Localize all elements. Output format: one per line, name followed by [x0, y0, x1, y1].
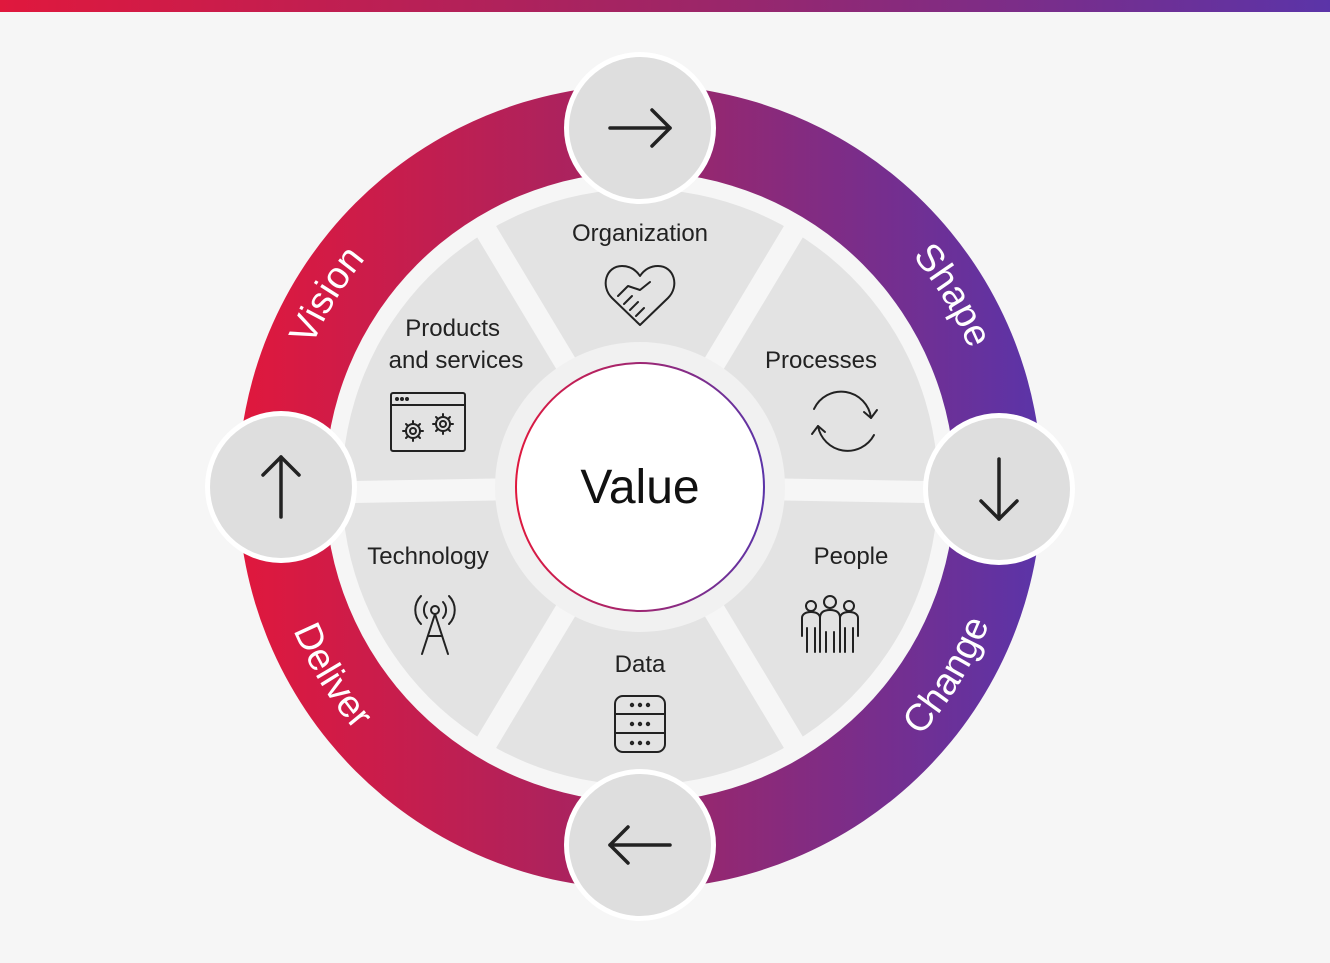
center-circle — [517, 364, 763, 610]
segment-label-organization: Organization — [572, 220, 708, 247]
arrow-node-bottom — [564, 769, 716, 921]
arrow-left-icon — [608, 825, 672, 865]
segment-label-processes: Processes — [765, 347, 877, 374]
segment-label-products-line-1: Products — [405, 315, 500, 342]
handshake-heart-icon — [604, 265, 676, 326]
center-label: Value — [580, 461, 699, 514]
segment-label-products-line-2: and services — [389, 347, 524, 374]
segment-label-products-and-services: Products and services — [389, 315, 524, 374]
segment-label-technology: Technology — [367, 543, 488, 570]
arrow-node-top — [564, 52, 716, 204]
people-group-icon — [801, 595, 859, 653]
refresh-cycle-icon — [811, 390, 878, 452]
top-gradient-bar — [0, 0, 1330, 12]
arrow-right-icon — [608, 108, 672, 148]
database-icon — [614, 695, 666, 753]
arrow-up-icon — [261, 455, 301, 519]
antenna-tower-icon — [414, 595, 456, 655]
browser-gears-icon — [390, 392, 466, 452]
segment-label-data: Data — [615, 651, 666, 678]
segment-label-people: People — [814, 543, 889, 570]
arrow-node-left — [205, 411, 357, 563]
arrow-down-icon — [979, 457, 1019, 521]
arrow-node-right — [923, 413, 1075, 565]
